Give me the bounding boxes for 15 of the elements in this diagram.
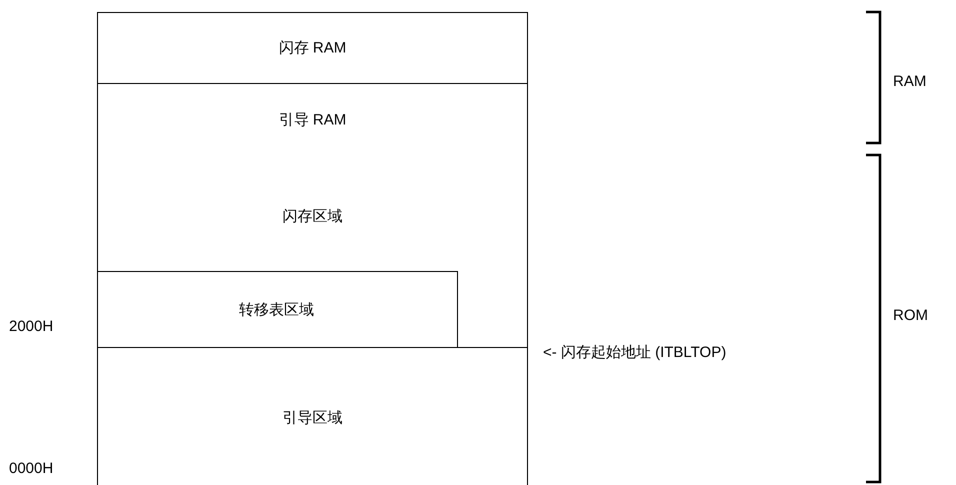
- side-label: ROM: [893, 307, 928, 324]
- memory-region: [96, 271, 458, 348]
- memory-region: [97, 347, 528, 485]
- address-label: 2000H: [9, 318, 54, 335]
- side-label: RAM: [893, 73, 926, 90]
- region-label: 转移表区域: [239, 300, 314, 320]
- address-label: 0000H: [9, 460, 54, 477]
- memory-region: [97, 83, 528, 156]
- note: <- 闪存起始地址 (ITBLTOP): [543, 343, 726, 362]
- region-label: 引导区域: [282, 408, 342, 427]
- region-label: 引导 RAM: [278, 110, 346, 129]
- region-label: 闪存区域: [282, 207, 342, 226]
- memory-region: [97, 155, 528, 348]
- memory-region: [97, 12, 528, 84]
- region-label: 闪存 RAM: [278, 38, 346, 58]
